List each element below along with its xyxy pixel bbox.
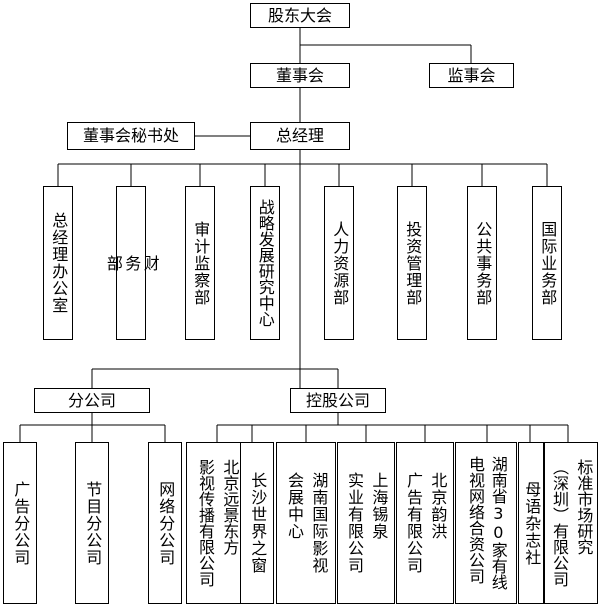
holding-label: 母语杂志社 xyxy=(522,480,542,566)
dept-hr: 人力资源部 xyxy=(324,186,354,340)
node-label: 总经理 xyxy=(275,126,324,145)
node-label: 董事会 xyxy=(275,65,324,85)
branch-programs: 节目分公司 xyxy=(75,442,109,604)
holding-hunan-cable-jv: 湖南省30家有线 电视网络合资公司 xyxy=(455,442,517,604)
branch-label: 广告分公司 xyxy=(11,480,31,566)
holding-standard-research: 标准市场研究 （深圳）有限公司 xyxy=(544,442,598,604)
dept-label: 审计监察部 xyxy=(191,220,211,306)
dept-gm-office: 总经理办公室 xyxy=(43,186,73,340)
holding-changsha-window: 长沙世界之窗 xyxy=(240,442,274,604)
dept-label: 战略发展研究中心 xyxy=(255,199,275,327)
holding-label: 标准市场研究 xyxy=(574,459,594,555)
holding-label: （深圳）有限公司 xyxy=(550,459,569,587)
dept-label: 人力资源部 xyxy=(330,220,350,306)
dept-international: 国际业务部 xyxy=(532,186,562,340)
holding-label: 实业有限公司 xyxy=(345,472,364,574)
dept-label: 国际业务部 xyxy=(538,220,558,306)
holding-label: 影视传播有限公司 xyxy=(196,459,215,587)
dept-investment: 投资管理部 xyxy=(397,186,427,340)
dept-audit: 审计监察部 xyxy=(185,186,215,340)
node-label: 董事会秘书处 xyxy=(82,126,179,145)
node-label: 股东大会 xyxy=(267,5,332,25)
holding-label: 上海锡泉 xyxy=(369,472,389,540)
node-branch-companies: 分公司 xyxy=(34,388,150,413)
node-board-of-supervisors: 监事会 xyxy=(429,63,514,88)
branch-label: 节目分公司 xyxy=(83,480,103,566)
node-board-of-directors: 董事会 xyxy=(250,63,350,88)
dept-label: 总经理办公室 xyxy=(49,212,69,314)
dept-label: 公共事务部 xyxy=(473,220,493,306)
node-holding-companies: 控股公司 xyxy=(290,388,386,413)
dept-finance: 财 务 部 xyxy=(104,186,160,340)
branch-label: 网络分公司 xyxy=(156,480,176,566)
holding-label: 广告有限公司 xyxy=(404,472,423,574)
node-general-manager: 总经理 xyxy=(250,122,350,150)
holding-label: 会展中心 xyxy=(285,472,304,540)
holding-label: 湖南省30家有线 xyxy=(488,456,508,590)
dept-label: 财 务 部 xyxy=(103,254,160,272)
branch-advertising: 广告分公司 xyxy=(3,442,37,604)
dept-public-affairs: 公共事务部 xyxy=(467,186,497,340)
holding-label: 湖南国际影视 xyxy=(309,472,329,574)
dept-strategy-center: 战略发展研究中心 xyxy=(250,186,280,340)
dept-label: 投资管理部 xyxy=(403,220,423,306)
node-shareholders-meeting: 股东大会 xyxy=(250,3,350,28)
holding-muyu-magazine: 母语杂志社 xyxy=(518,442,544,604)
holding-beijing-yuanjing: 北京远景东方 影视传播有限公司 xyxy=(186,442,248,604)
holding-label: 北京韵洪 xyxy=(428,472,448,540)
branch-network: 网络分公司 xyxy=(148,442,182,604)
node-board-secretariat: 董事会秘书处 xyxy=(67,122,195,150)
holding-label: 电视网络合资公司 xyxy=(466,456,485,584)
holding-label: 长沙世界之窗 xyxy=(248,472,268,574)
node-label: 分公司 xyxy=(67,390,116,410)
node-label: 监事会 xyxy=(447,65,496,85)
holding-label: 北京远景东方 xyxy=(220,459,240,555)
node-label: 控股公司 xyxy=(305,390,370,410)
holding-hunan-expo: 湖南国际影视 会展中心 xyxy=(276,442,336,604)
holding-shanghai-xiquan: 上海锡泉 实业有限公司 xyxy=(337,442,395,604)
holding-beijing-yunhong: 北京韵洪 广告有限公司 xyxy=(396,442,454,604)
